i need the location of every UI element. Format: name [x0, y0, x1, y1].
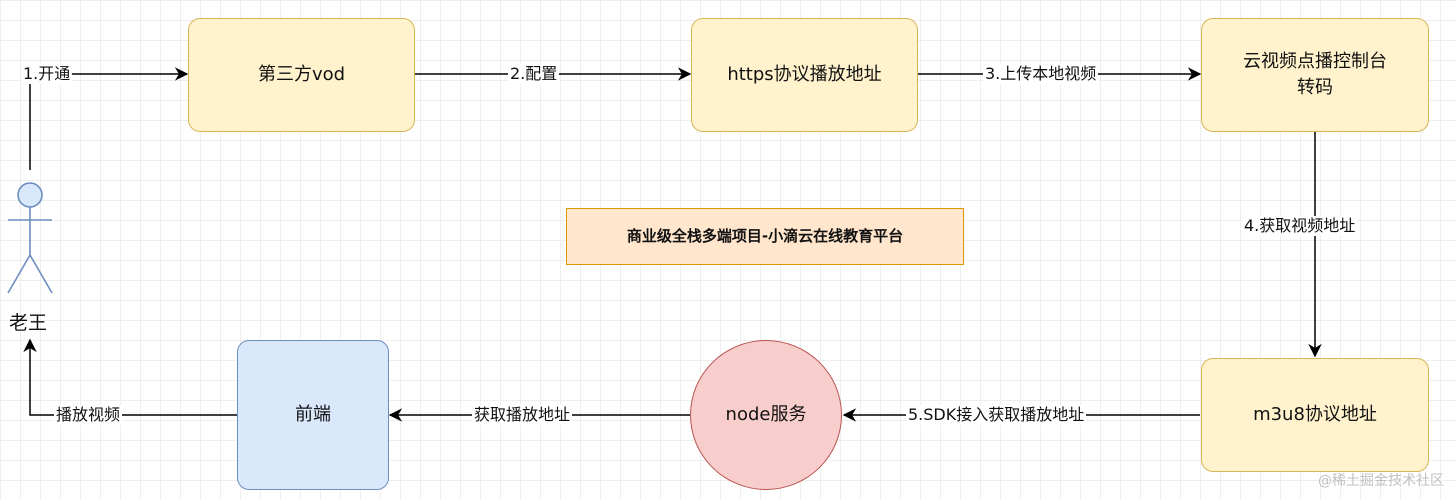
node-m3u8-url-label: m3u8协议地址: [1253, 403, 1377, 425]
watermark: @稀土掘金技术社区: [1318, 473, 1444, 489]
edge-play-video: [23, 338, 237, 416]
actor-label: 老王: [9, 312, 48, 334]
node-cloud-vod-console-line2: 转码: [1297, 77, 1333, 98]
actor-icon: [7, 182, 53, 294]
title-label: 商业级全栈多端项目-小滴云在线教育平台: [626, 226, 904, 245]
title-box: 商业级全栈多端项目-小滴云在线教育平台: [566, 208, 964, 265]
edge-label-get-video-url: 4.获取视频地址: [1242, 216, 1358, 236]
edge-label-upload: 3.上传本地视频: [983, 64, 1099, 84]
node-cloud-vod-console[interactable]: 云视频点播控制台 转码: [1201, 18, 1429, 132]
node-m3u8-url[interactable]: m3u8协议地址: [1201, 358, 1429, 472]
node-node-service[interactable]: node服务: [690, 340, 842, 490]
node-https-url[interactable]: https协议播放地址: [691, 18, 918, 132]
node-third-party-vod[interactable]: 第三方vod: [188, 18, 415, 132]
node-third-party-vod-label: 第三方vod: [257, 63, 346, 85]
edge-label-get-play-url: 获取播放地址: [472, 405, 573, 425]
node-node-service-label: node服务: [725, 403, 807, 425]
edge-label-play-video: 播放视频: [54, 405, 123, 425]
edge-label-open: 1.开通: [21, 64, 73, 84]
edge-label-sdk-access: 5.SDK接入获取播放地址: [906, 405, 1087, 425]
node-cloud-vod-console-line1: 云视频点播控制台: [1243, 50, 1387, 72]
node-frontend[interactable]: 前端: [237, 340, 389, 490]
node-frontend-label: 前端: [295, 403, 331, 425]
node-https-url-label: https协议播放地址: [727, 63, 882, 85]
edge-label-config: 2.配置: [508, 64, 560, 84]
edge-open: [29, 67, 189, 170]
